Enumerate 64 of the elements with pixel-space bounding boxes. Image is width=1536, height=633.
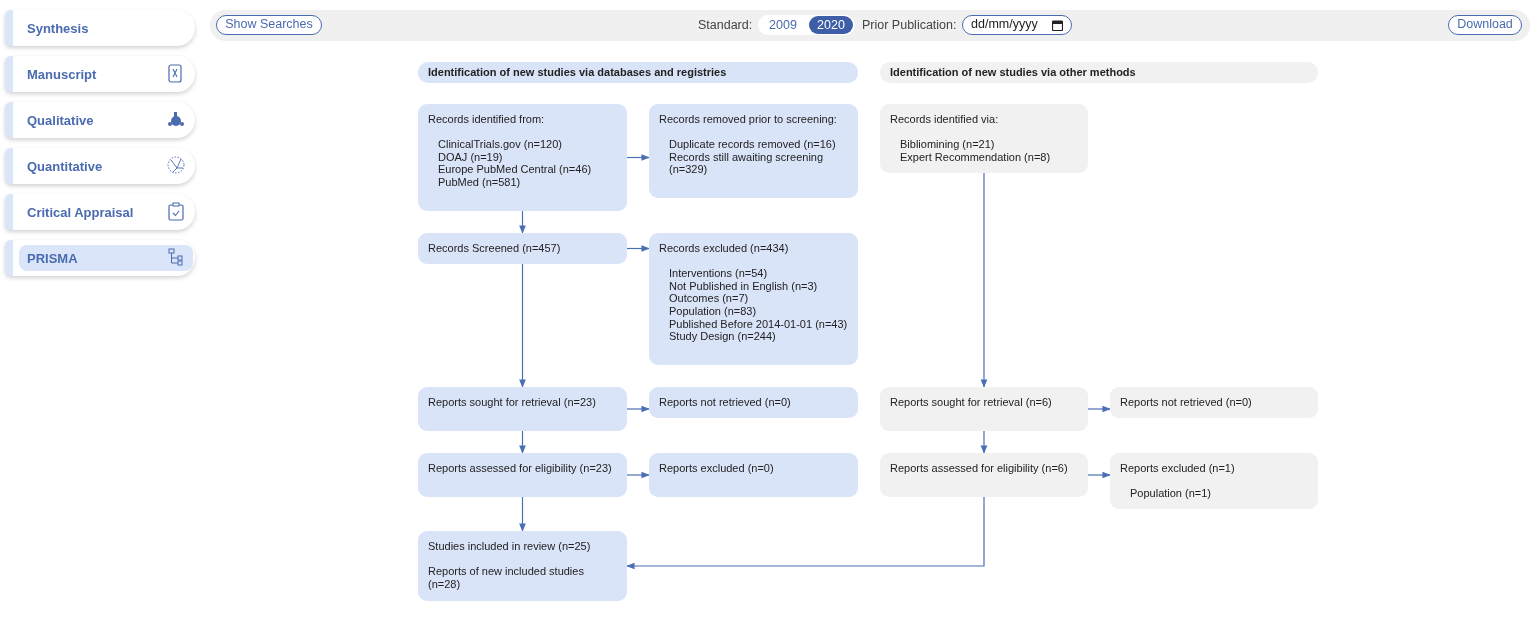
list-item: DOAJ (n=19) bbox=[437, 150, 504, 164]
box-text: Reports of new included studies (n=28) bbox=[428, 565, 585, 591]
arrow bbox=[1087, 405, 1111, 413]
box-heading: Records identified from: bbox=[428, 113, 546, 126]
process-box: Reports excluded (n=0) bbox=[649, 453, 858, 497]
section-header: Identification of new studies via databases and registries bbox=[418, 62, 858, 83]
process-box bbox=[649, 104, 858, 198]
box-heading: Records identified via: bbox=[890, 113, 1000, 126]
process-box: Reports assessed for eligibility (n=23) bbox=[418, 453, 627, 497]
toggle-option: 2009 bbox=[764, 16, 802, 34]
list-item: Population (n=83) bbox=[668, 304, 758, 318]
arrow bbox=[626, 245, 650, 252]
list-item: Study Design (n=244) bbox=[668, 330, 777, 343]
process-box bbox=[880, 104, 1088, 173]
field-label: Prior Publication: bbox=[862, 17, 957, 34]
arrow bbox=[1087, 471, 1111, 479]
process-box: Reports sought for retrieval (n=23) bbox=[418, 387, 627, 431]
list-item: Not Published in English (n=3) bbox=[668, 279, 819, 293]
nav-button: Synthesis bbox=[5, 10, 195, 46]
box-heading: Reports excluded (n=1) bbox=[1120, 462, 1236, 475]
nav-button-label: Critical Appraisal bbox=[27, 204, 134, 220]
list-item: Records still awaiting screening (n=329) bbox=[668, 150, 825, 176]
nav-button-label: Quantitative bbox=[27, 158, 103, 174]
list-item: Bibliomining (n=21) bbox=[899, 138, 996, 151]
list-item: Outcomes (n=7) bbox=[668, 292, 750, 305]
box-heading: Records excluded (n=434) bbox=[659, 242, 790, 255]
arrow bbox=[626, 405, 650, 413]
list-item: Interventions (n=54) bbox=[668, 267, 769, 280]
list-item: Expert Recommendation (n=8) bbox=[899, 150, 1052, 164]
process-box bbox=[1110, 453, 1318, 509]
arrow bbox=[519, 263, 526, 388]
box-heading: Studies included in review (n=25) bbox=[428, 540, 592, 553]
arrow bbox=[519, 430, 526, 454]
process-box: Reports not retrieved (n=0) bbox=[649, 387, 858, 418]
process-box bbox=[649, 233, 858, 365]
date-field: dd/mm/yyyy bbox=[962, 15, 1072, 35]
list-item: Population (n=1) bbox=[1129, 487, 1213, 500]
process-box: Records Screened (n=457) bbox=[418, 233, 627, 264]
process-box: Reports sought for retrieval (n=6) bbox=[880, 387, 1088, 431]
show-searches-button: Show Searches bbox=[216, 15, 322, 35]
download-button: Download bbox=[1448, 15, 1522, 35]
arrow bbox=[980, 430, 988, 454]
arrow bbox=[519, 496, 526, 532]
section-header: Identification of new studies via other methods bbox=[880, 62, 1318, 83]
nav-button-label: Qualitative bbox=[27, 112, 94, 128]
process-box bbox=[418, 104, 627, 211]
list-item: Duplicate records removed (n=16) bbox=[668, 138, 837, 151]
field-label: Standard: bbox=[698, 17, 753, 34]
process-box bbox=[418, 531, 627, 601]
arrow bbox=[626, 496, 985, 570]
arrow bbox=[980, 172, 988, 388]
box-heading: Records removed prior to screening: bbox=[659, 113, 838, 126]
list-item: PubMed (n=581) bbox=[437, 175, 522, 189]
arrow bbox=[626, 154, 650, 161]
toggle-option: 2020 bbox=[809, 16, 853, 34]
list-item: Published Before 2014-01-01 (n=43) bbox=[668, 317, 848, 331]
nav-button-label: PRISMA bbox=[27, 250, 78, 266]
list-item: ClinicalTrials.gov (n=120) bbox=[437, 138, 563, 151]
nav-button-label: Manuscript bbox=[27, 66, 97, 82]
arrow bbox=[626, 471, 650, 479]
list-item: Europe PubMed Central (n=46) bbox=[437, 163, 593, 176]
arrow bbox=[519, 210, 526, 234]
process-box: Reports assessed for eligibility (n=6) bbox=[880, 453, 1088, 497]
process-box: Reports not retrieved (n=0) bbox=[1110, 387, 1318, 418]
